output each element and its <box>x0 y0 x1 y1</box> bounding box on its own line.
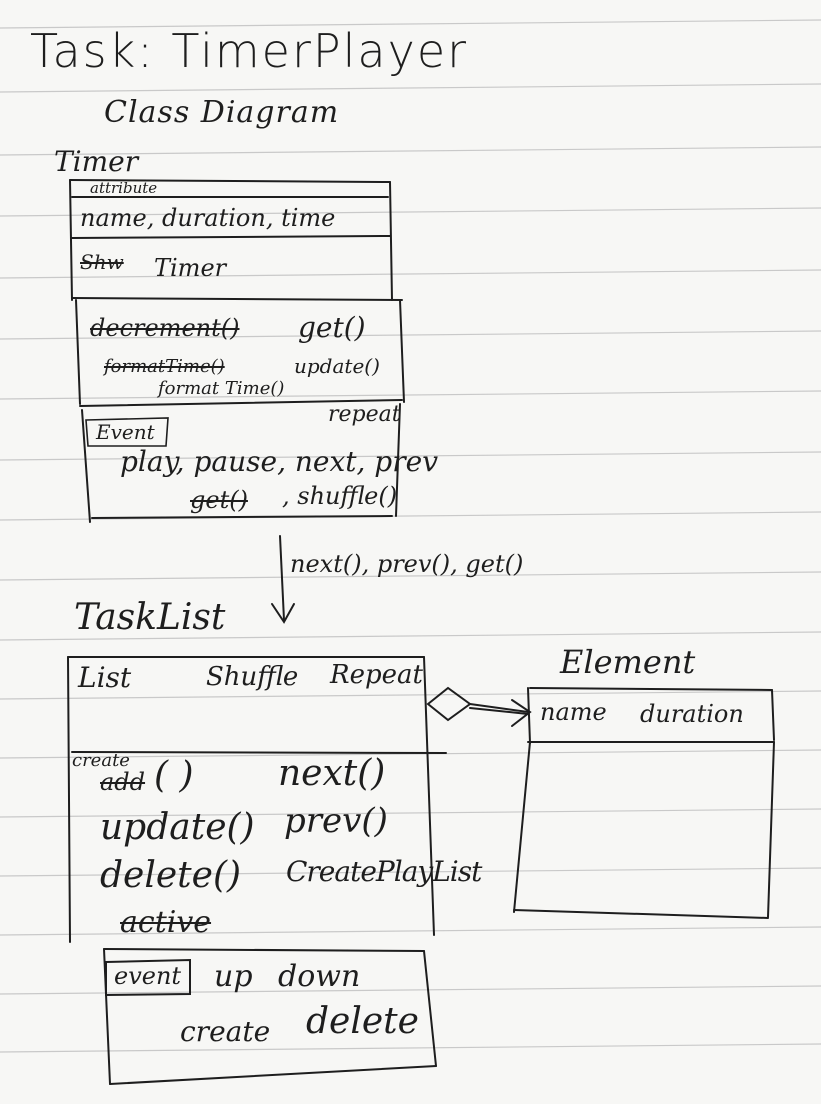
timer-method-decrement-struck: decrement() <box>90 314 240 342</box>
timer-class-name: Timer <box>54 145 139 178</box>
tasklist-method-update: update() <box>100 807 255 848</box>
timer-attribute-extra: Timer <box>154 254 227 282</box>
dependency-arrow <box>271 535 295 624</box>
tasklist-event-header: event <box>114 962 182 990</box>
tasklist-method-next: next() <box>278 753 386 794</box>
timer-events: play, pause, next, prev <box>120 445 439 478</box>
element-attr-name: name <box>540 698 607 726</box>
tasklist-method-add-struck: add <box>100 768 146 796</box>
tasklist-event-create: create <box>180 1015 271 1048</box>
timer-method-format-struck: formatTime() <box>104 356 225 377</box>
timer-attr-header: attribute <box>90 179 158 197</box>
timer-method-get: get() <box>298 311 366 344</box>
timer-attributes: name, duration, time <box>80 204 336 232</box>
event-box-timer <box>85 417 169 447</box>
tasklist-method-prev: prev() <box>284 801 388 841</box>
tasklist-event-up: up <box>214 959 253 994</box>
element-class-box <box>513 687 775 919</box>
element-attr-duration: duration <box>640 700 744 728</box>
timer-event-shuffle: , shuffle() <box>282 482 398 510</box>
tasklist-class-name: TaskList <box>74 597 226 638</box>
aggregation-arrow <box>426 686 532 727</box>
diagram-subtitle: Class Diagram <box>104 95 340 130</box>
timer-method-update: update() <box>294 354 380 378</box>
timer-repeat: repeat <box>328 402 401 427</box>
tasklist-method-create-above: create <box>72 750 130 771</box>
tasklist-method-delete: delete() <box>100 855 242 896</box>
notebook-rules <box>0 19 821 1053</box>
page-title: Task: TimerPlayer <box>30 24 469 78</box>
tasklist-event-delete: delete <box>306 1001 419 1042</box>
tasklist-attr-shuffle: Shuffle <box>206 662 299 692</box>
tasklist-attr-repeat: Repeat <box>330 660 423 690</box>
arrow-label: next(), prev(), get() <box>290 550 524 578</box>
timer-class-box <box>69 179 405 523</box>
element-class-name: Element <box>560 643 696 681</box>
tasklist-method-create-playlist: CreatePlayList <box>286 855 482 888</box>
tasklist-method-parens: ( ) <box>154 755 194 796</box>
tasklist-event-down: down <box>278 959 361 994</box>
tasklist-method-active-struck: active <box>120 905 212 940</box>
tasklist-attr-list: List <box>78 661 132 694</box>
tasklist-class-box <box>67 656 447 1085</box>
timer-event-get-struck: get() <box>190 486 248 514</box>
timer-event-header: Event <box>96 420 155 444</box>
timer-method-format-time: format Time() <box>158 378 285 399</box>
timer-attribute-struck: Shw <box>80 250 124 274</box>
